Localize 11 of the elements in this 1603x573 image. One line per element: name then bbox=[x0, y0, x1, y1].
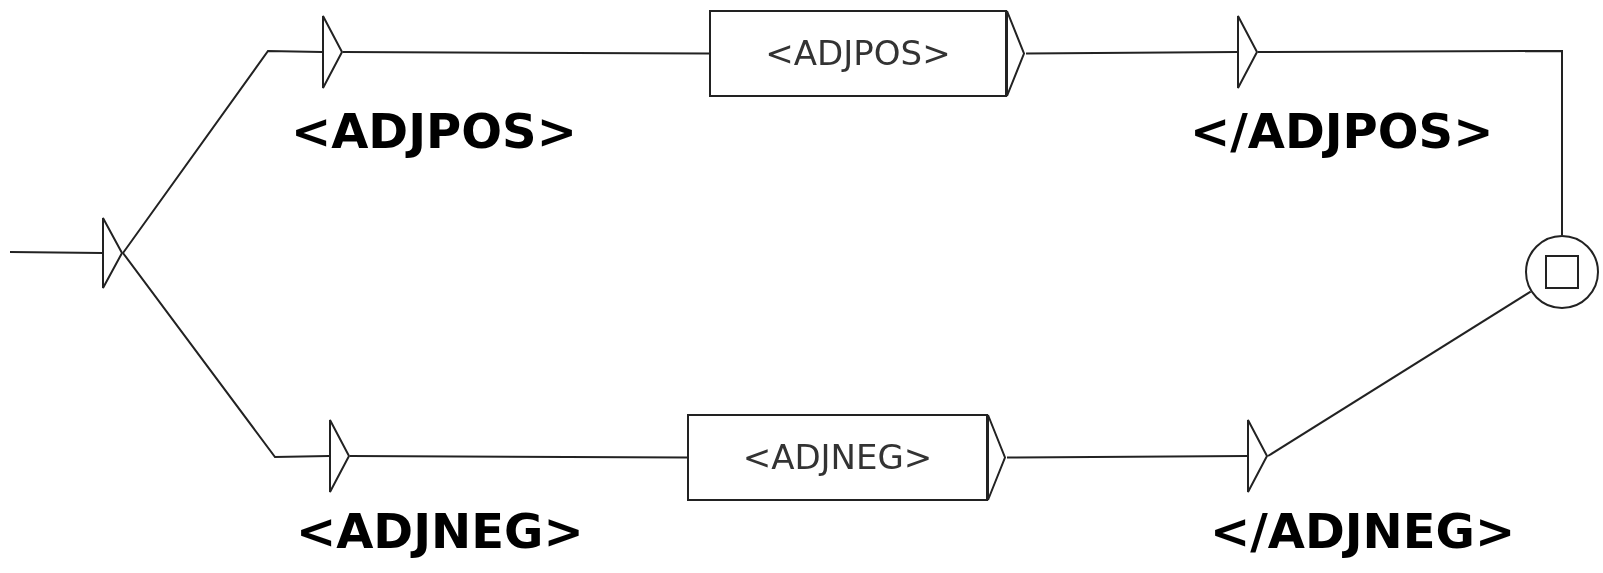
connector-line bbox=[122, 50, 323, 254]
box-label: <ADJNEG> bbox=[742, 436, 933, 479]
connector-line bbox=[1025, 51, 1238, 55]
connector-line bbox=[122, 252, 330, 458]
connector-line bbox=[9, 251, 103, 254]
connector-line bbox=[1006, 455, 1248, 459]
connector-line bbox=[342, 51, 710, 55]
box-label: <ADJPOS> bbox=[765, 32, 951, 75]
connector-line bbox=[1257, 50, 1563, 236]
connector-line bbox=[1267, 290, 1532, 457]
connector-line bbox=[349, 455, 688, 459]
